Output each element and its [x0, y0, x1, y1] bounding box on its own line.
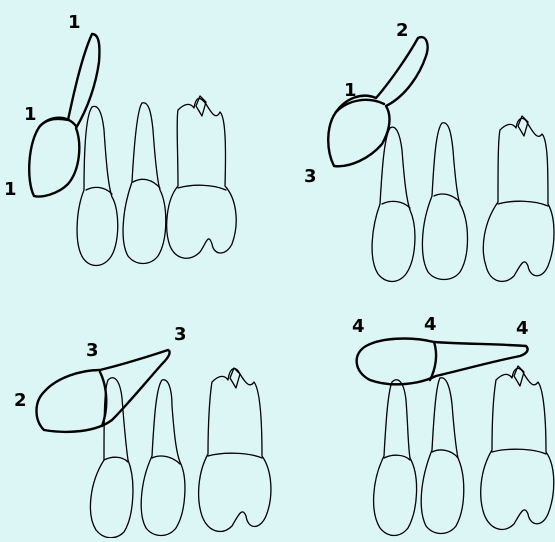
label-1b: 1 — [24, 104, 37, 125]
premolar-cej — [208, 453, 262, 458]
label-1a: 1 — [68, 12, 81, 33]
tooth-lateral-incisor — [372, 127, 415, 281]
label-1: 1 — [344, 80, 357, 101]
panel-bottom-left: 3 3 2 — [14, 324, 271, 538]
lateral-incisor-cej — [384, 455, 410, 460]
panel-top-right: 2 1 3 — [304, 20, 554, 282]
lateral-incisor-cej — [86, 187, 112, 194]
canine-crown-line — [336, 100, 384, 112]
tooth-central-incisor — [421, 378, 464, 534]
panel-bottom-right: 4 4 4 — [352, 314, 554, 536]
central-incisor-cej — [152, 456, 180, 464]
tooth-central-incisor — [123, 103, 166, 264]
label-3: 3 — [304, 166, 317, 187]
tooth-premolar — [483, 118, 554, 281]
label-4c: 4 — [516, 318, 529, 339]
tooth-central-incisor — [141, 380, 185, 536]
tooth-lateral-incisor — [374, 380, 417, 536]
lateral-incisor-cej — [104, 457, 128, 462]
central-incisor-cej — [432, 450, 458, 458]
label-1c: 1 — [4, 179, 17, 200]
premolar-cej — [492, 449, 546, 454]
label-3a: 3 — [86, 340, 99, 361]
label-2: 2 — [14, 390, 27, 411]
premolar-cej — [178, 185, 226, 190]
central-incisor-cej — [434, 194, 460, 202]
panel-top-left: 1 1 1 — [4, 12, 236, 266]
label-3b: 3 — [174, 324, 187, 345]
central-incisor-cej — [133, 179, 160, 188]
label-4b: 4 — [424, 314, 437, 335]
tooth-central-incisor — [422, 123, 467, 280]
premolar-cej — [498, 201, 548, 206]
canine-crown-line — [430, 342, 436, 380]
label-2: 2 — [396, 20, 409, 41]
tooth-lateral-incisor — [77, 106, 118, 265]
label-4a: 4 — [352, 316, 365, 337]
tooth-premolar — [199, 369, 271, 532]
lateral-incisor-cej — [382, 201, 410, 208]
tooth-premolar — [167, 98, 236, 258]
